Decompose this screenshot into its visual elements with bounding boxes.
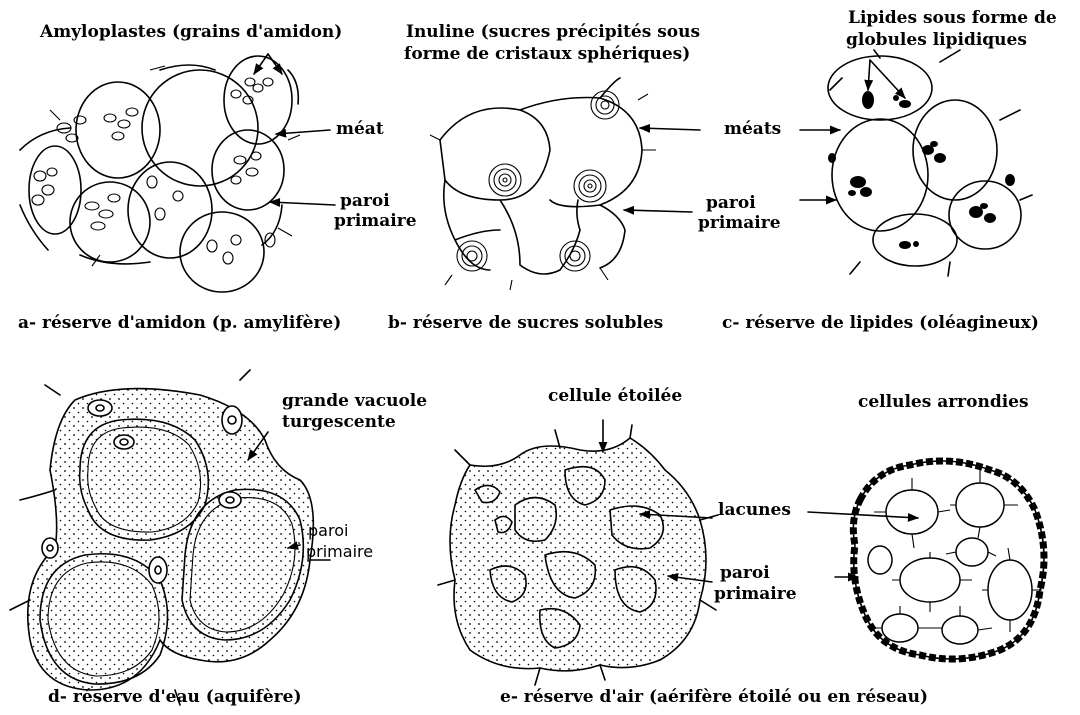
paroi-label-d-1: paroi <box>308 521 349 540</box>
paroi-label-d-2: primaire <box>306 542 374 561</box>
meats-label: méats <box>724 119 782 139</box>
paroi-label-e-1: paroi <box>720 563 770 583</box>
caption-b: b- réserve de sucres solubles <box>388 313 664 333</box>
paroi-label-a-1: paroi <box>340 191 390 211</box>
panel-e-network-drawing <box>807 457 1048 663</box>
paroi-label-b-2: primaire <box>698 213 781 233</box>
panel-e-star-drawing <box>437 419 719 686</box>
vacuole-label-line2: turgescente <box>282 412 396 432</box>
caption-e: e- réserve d'air (aérifère étoilé ou en … <box>500 687 929 707</box>
caption-a: a- réserve d'amidon (p. amylifère) <box>18 313 342 333</box>
panel-b-drawing <box>429 77 701 291</box>
caption-c: c- réserve de lipides (oléagineux) <box>722 313 1039 333</box>
panel-c-drawing <box>799 49 1033 277</box>
panel-a-drawing <box>19 53 336 293</box>
paroi-label-a-2: primaire <box>334 211 417 231</box>
amyloplastes-label: Amyloplastes (grains d'amidon) <box>40 22 343 42</box>
cellules-arrondies-label: cellules arrondies <box>858 392 1029 412</box>
cellule-etoilee-label: cellule étoilée <box>548 386 683 406</box>
lipides-label-line1: Lipides sous forme de <box>848 8 1057 28</box>
lipides-label-line2: globules lipidiques <box>846 30 1027 50</box>
meat-label: méat <box>336 119 384 139</box>
paroi-label-b-1: paroi <box>706 193 756 213</box>
lacunes-label: lacunes <box>718 500 791 520</box>
inuline-label-line1: Inuline (sucres précipités sous <box>406 22 701 42</box>
panel-d-drawing <box>9 369 331 706</box>
paroi-label-e-2: primaire <box>714 584 797 604</box>
vacuole-label-line1: grande vacuole <box>282 391 428 411</box>
caption-d: d- réserve d'eau (aquifère) <box>48 687 302 707</box>
inuline-label-line2: forme de cristaux sphériques) <box>404 44 691 64</box>
